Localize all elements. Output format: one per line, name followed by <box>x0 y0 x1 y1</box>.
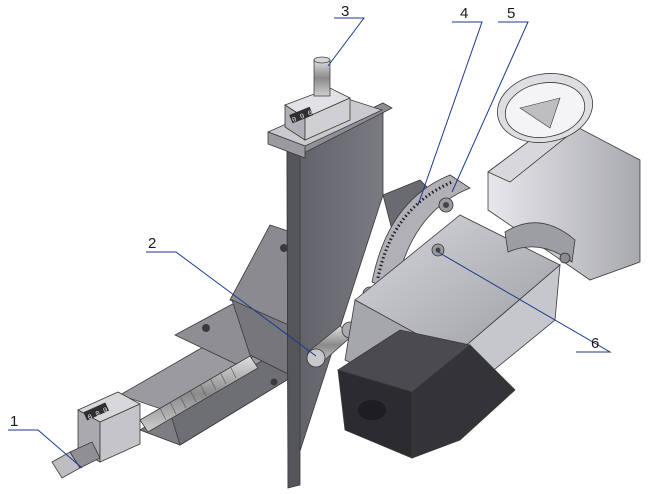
leader-lines <box>8 17 612 469</box>
top-counter-assembly: 0 0 0 <box>266 56 384 159</box>
angle-scale-dial <box>371 174 471 293</box>
leader-3 <box>327 17 365 67</box>
callout-1: 1 <box>10 413 18 430</box>
support-casting <box>202 224 301 386</box>
motor-block <box>337 329 516 459</box>
leader-4 <box>417 21 483 206</box>
lead-screw <box>139 355 259 433</box>
leader-5 <box>451 21 529 193</box>
duct-hopper <box>487 73 641 281</box>
leader-2 <box>146 251 317 357</box>
callout-6: 6 <box>591 335 599 352</box>
front-counter-assembly: 0 0 0 <box>51 391 141 479</box>
leader-6 <box>437 251 612 353</box>
callout-5: 5 <box>507 5 515 22</box>
callout-2: 2 <box>148 235 156 252</box>
top-knob <box>313 59 331 97</box>
callout-3: 3 <box>341 3 349 20</box>
leader-1 <box>8 429 83 469</box>
callout-4: 4 <box>460 5 468 22</box>
